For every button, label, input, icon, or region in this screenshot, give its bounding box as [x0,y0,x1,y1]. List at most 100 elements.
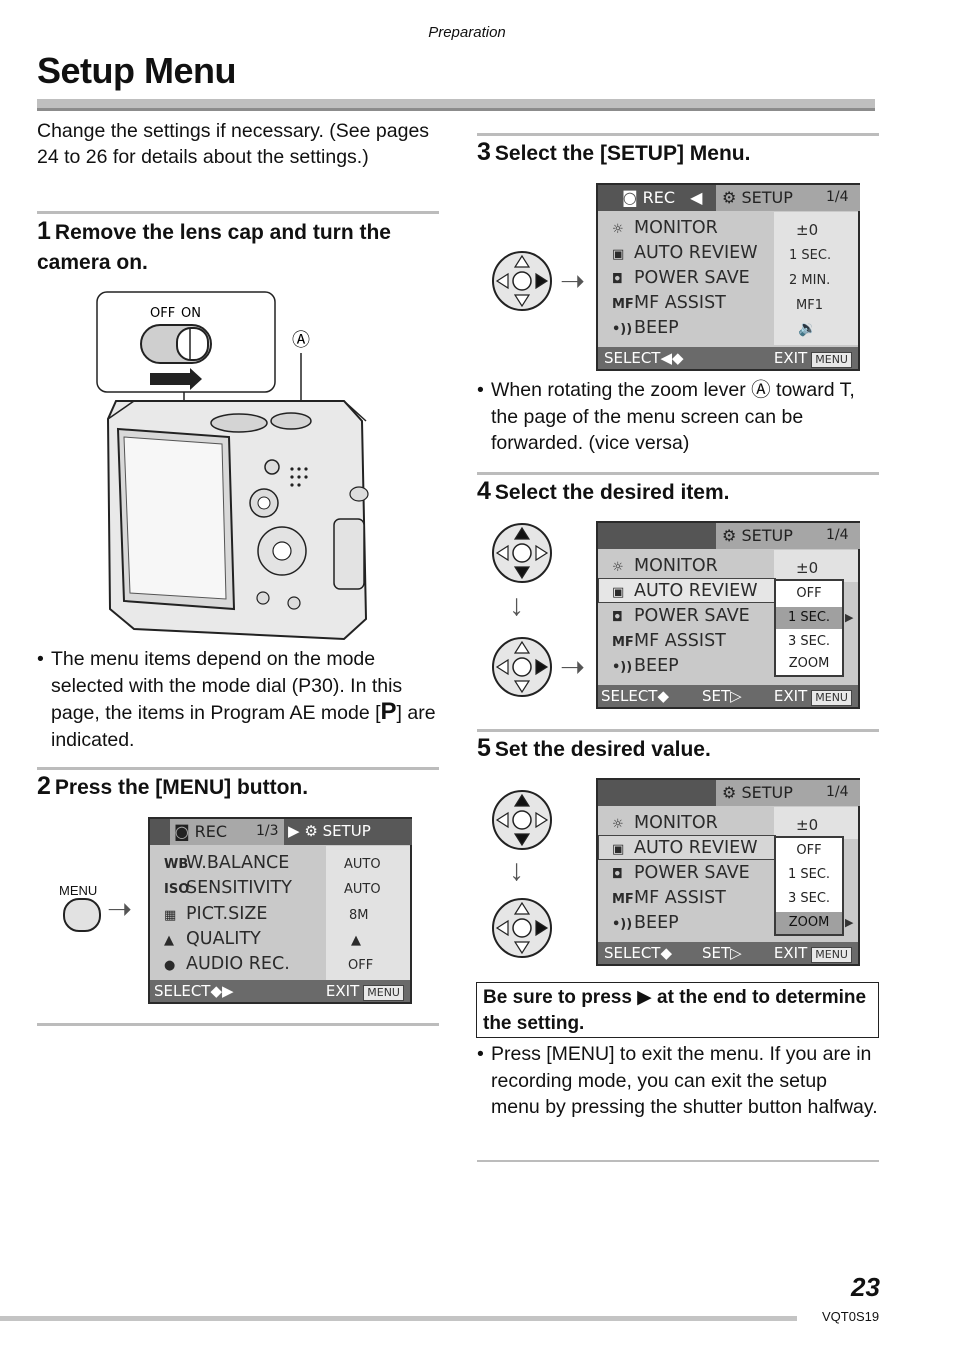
speaker-icon: 🔉 [798,319,817,337]
item-select-screen: ⚙ SETUP 1/4 ☼MONITOR ▣AUTO REVIEW ◘POWER… [596,521,860,709]
beep-icon: •)) [612,322,633,337]
footer-set: SET▷ [702,687,742,705]
menu-row[interactable]: ▦PICT.SIZE [164,904,268,924]
footer-bar [0,1316,797,1321]
dpad-right-icon[interactable] [491,897,553,959]
beep-icon: •)) [612,917,633,932]
dpad-right-icon[interactable] [491,250,553,312]
setup-tab[interactable]: ⚙ SETUP [722,526,793,545]
page-indicator: 1/4 [826,189,849,205]
menu-row[interactable]: ☼MONITOR [612,813,718,833]
menu-row[interactable]: ISOSENSITIVITY [164,878,292,898]
mf-assist-icon: MF [612,635,634,650]
left-bottom-divider [37,1023,439,1026]
menu-row[interactable]: ◘POWER SAVE [612,863,750,883]
setup-tab[interactable]: ⚙ SETUP [722,783,793,802]
option-item[interactable]: OFF [796,843,822,858]
step1-bullet-end: ] are indicated. [51,702,436,751]
step3-bullet: •When rotating the zoom lever Ⓐ toward T… [477,377,879,457]
menu-value: AUTO [344,857,381,872]
option-popup: OFF 1 SEC. 3 SEC. ZOOM [774,836,844,936]
menu-value: OFF [348,958,374,973]
menu-value: 8M [349,908,369,923]
rec-menu-screen: ◙ REC 1/3 ▶ ⚙ SETUP WBW.BALANCE ISOSENSI… [148,817,412,1004]
menu-row[interactable]: ◘POWER SAVE [612,268,750,288]
menu-row[interactable]: ▲QUALITY [164,929,261,949]
option-item-selected[interactable]: 1 SEC. [776,607,842,629]
rec-tab[interactable]: ◙ REC [174,822,228,841]
dpad-right-icon[interactable] [491,636,553,698]
option-item[interactable]: OFF [796,586,822,601]
right-indicator-icon: ▶ [845,916,854,929]
review-icon: ▣ [612,842,625,857]
footer-select: SELECT◆▶ [154,982,234,1000]
menu-row-selected[interactable]: ▣AUTO REVIEW [612,581,758,601]
menu-row[interactable]: ☼MONITOR [612,218,718,238]
highlighted-row [598,835,776,860]
menu-value: ±0 [796,221,819,239]
menu-row[interactable]: •))BEEP [612,913,679,933]
step4-divider [477,472,879,475]
menu-value: ±0 [796,816,819,834]
menu-row[interactable]: ●AUDIO REC. [164,954,290,974]
menu-badge: MENU [811,690,852,706]
menu-row[interactable]: ▣AUTO REVIEW [612,243,758,263]
page-number: 23 [851,1272,880,1302]
step3-divider [477,133,879,136]
page-indicator: 1/4 [826,527,849,543]
rec-tab[interactable]: ◙ REC ◀ [622,188,703,207]
option-item-selected[interactable]: ZOOM [776,912,842,934]
switch-on-label: ON [181,306,201,321]
menu-row-selected[interactable]: ▣AUTO REVIEW [612,838,758,858]
option-item[interactable]: 1 SEC. [787,867,831,882]
menu-row[interactable]: MFMF ASSIST [612,293,726,313]
power-save-icon: ◘ [612,867,623,882]
power-save-icon: ◘ [612,272,623,287]
option-item[interactable]: 3 SEC. [787,891,831,906]
step1-divider [37,211,439,214]
right-bottom-divider [477,1160,879,1162]
camera-icon: ◙ [174,822,190,841]
menu-row[interactable]: •))BEEP [612,656,679,676]
menu-value: MF1 [796,298,823,313]
wrench-icon: ⚙ [304,822,318,840]
option-item[interactable]: 3 SEC. [787,634,831,649]
menu-row[interactable]: MFMF ASSIST [612,631,726,651]
wrench-icon: ⚙ [722,526,737,545]
page-title: Setup Menu [37,50,237,91]
picture-size-icon: ▦ [164,908,177,923]
menu-value: AUTO [344,882,381,897]
setup-tab[interactable]: ▶ ⚙ SETUP [288,822,371,840]
highlighted-row [598,578,776,603]
option-item[interactable]: ZOOM [788,656,830,671]
step4-number: 4 [477,477,491,505]
menu-badge: MENU [363,985,404,1001]
menu-row[interactable]: ☼MONITOR [612,556,718,576]
dpad-updown-icon[interactable] [491,522,553,584]
setup-tab[interactable]: ⚙ SETUP [722,188,793,207]
dpad-updown-icon[interactable] [491,789,553,851]
step5-divider [477,729,879,732]
microphone-icon: ● [164,958,176,973]
menu-button[interactable] [63,898,101,932]
step3-arrow-icon: ➝ [560,265,586,298]
final-bullet: •Press [MENU] to exit the menu. If you a… [477,1041,879,1121]
final-bullet-text: Press [MENU] to exit the menu. If you ar… [491,1043,878,1118]
step2-number: 2 [37,772,51,800]
document-code: VQT0S19 [822,1309,880,1324]
menu-row[interactable]: MFMF ASSIST [612,888,726,908]
step5-text: Set the desired value. [494,738,711,761]
menu-row[interactable]: WBW.BALANCE [164,853,290,873]
menu-row[interactable]: ◘POWER SAVE [612,606,750,626]
menu-row[interactable]: •))BEEP [612,318,679,338]
footer-select: SELECT◆ [604,944,673,962]
review-icon: ▣ [612,585,625,600]
power-save-icon: ◘ [612,610,623,625]
menu-value: ▲ [351,933,361,948]
